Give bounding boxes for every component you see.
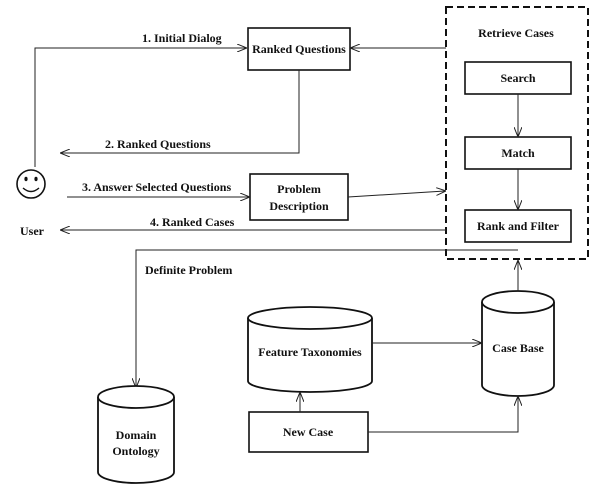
- problem-description-line2: Description: [269, 199, 329, 213]
- match-label: Match: [501, 146, 535, 160]
- new-case-box: [248, 411, 369, 453]
- domain-ontology-db: [97, 385, 175, 484]
- problem-description-line1: Problem: [277, 182, 321, 196]
- newcase-to-casebase-arrow: [368, 397, 518, 433]
- domain-ontology-line2: Ontology: [112, 444, 159, 458]
- user-smiley-icon: [16, 169, 46, 199]
- ranked-questions-label: Ranked Questions: [252, 42, 346, 56]
- ranked-questions-box: [247, 27, 351, 71]
- user-label: User: [20, 224, 45, 238]
- ranked-cases-label: 4. Ranked Cases: [150, 215, 235, 229]
- problem-to-retrieve-arrow: [347, 191, 445, 198]
- case-base-db: [481, 290, 555, 397]
- retrieve-cases-title: Retrieve Cases: [478, 26, 554, 40]
- ranked-questions-flow-label: 2. Ranked Questions: [105, 137, 211, 151]
- initial-dialog-label: 1. Initial Dialog: [142, 31, 222, 45]
- case-base-label: Case Base: [492, 341, 544, 355]
- rank-filter-label: Rank and Filter: [477, 219, 560, 233]
- domain-ontology-line1: Domain: [116, 428, 157, 442]
- feature-taxonomies-label: Feature Taxonomies: [258, 345, 362, 359]
- feature-taxonomies-db: [247, 306, 373, 393]
- definite-problem-label: Definite Problem: [145, 263, 232, 277]
- problem-description-box: [249, 173, 349, 221]
- ranked-questions-arrow: [61, 70, 300, 153]
- answer-selected-label: 3. Answer Selected Questions: [82, 180, 231, 194]
- retrieve-cases-group: [445, 6, 589, 260]
- initial-dialog-arrow: [34, 48, 246, 167]
- search-label: Search: [500, 71, 535, 85]
- new-case-label: New Case: [283, 425, 334, 439]
- rank-filter-box: [464, 209, 572, 243]
- definite-problem-arrow: [136, 249, 518, 387]
